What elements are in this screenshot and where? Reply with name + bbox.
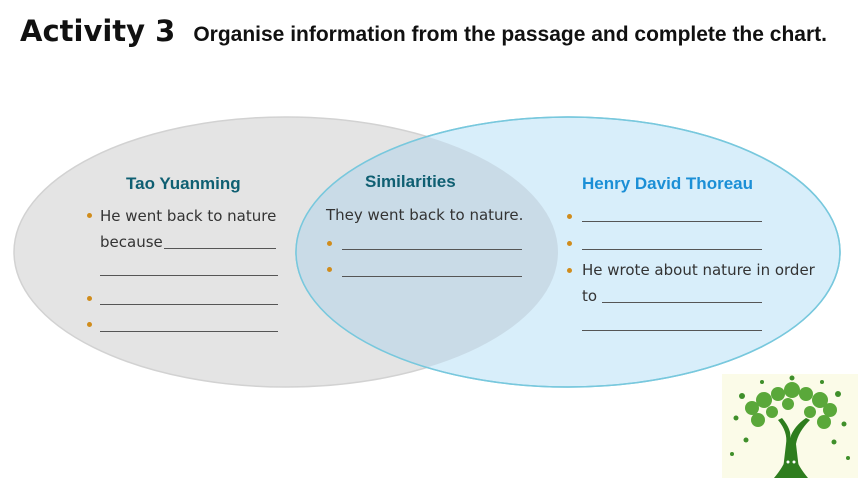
left-blank-2[interactable] <box>100 275 278 276</box>
middle-heading: Similarities <box>365 172 456 191</box>
left-heading: Tao Yuanming <box>126 174 241 193</box>
middle-blank-2[interactable] <box>342 276 522 277</box>
middle-line-1: They went back to nature. <box>326 206 524 224</box>
right-line-2: to <box>582 287 598 305</box>
middle-blank-1[interactable] <box>342 249 522 250</box>
left-bullet-2 <box>87 296 92 301</box>
activity-instruction: Organise information from the passage an… <box>193 23 827 46</box>
left-line-2: because <box>100 233 163 251</box>
right-line-1: He wrote about nature in order <box>582 261 815 279</box>
overlap-region <box>296 117 558 387</box>
right-blank-3[interactable] <box>602 302 762 303</box>
left-blank-4[interactable] <box>100 331 278 332</box>
left-blank-1[interactable] <box>164 248 276 249</box>
right-bullet-3 <box>567 268 572 273</box>
middle-bullet-2 <box>327 267 332 272</box>
right-blank-1[interactable] <box>582 221 762 222</box>
right-blank-4[interactable] <box>582 330 762 331</box>
right-bullet-2 <box>567 241 572 246</box>
left-bullet-3 <box>87 322 92 327</box>
right-heading: Henry David Thoreau <box>582 174 753 193</box>
right-circle-outline <box>295 116 841 388</box>
left-blank-3[interactable] <box>100 304 278 305</box>
middle-bullet-1 <box>327 241 332 246</box>
activity-title: Activity 3 <box>20 14 176 48</box>
right-bullet-1 <box>567 214 572 219</box>
right-blank-2[interactable] <box>582 249 762 250</box>
tree-icon <box>722 374 858 478</box>
activity-header: Activity 3 Organise information from the… <box>20 14 827 54</box>
left-line-1: He went back to nature <box>100 207 277 225</box>
left-bullet-1 <box>87 213 92 218</box>
